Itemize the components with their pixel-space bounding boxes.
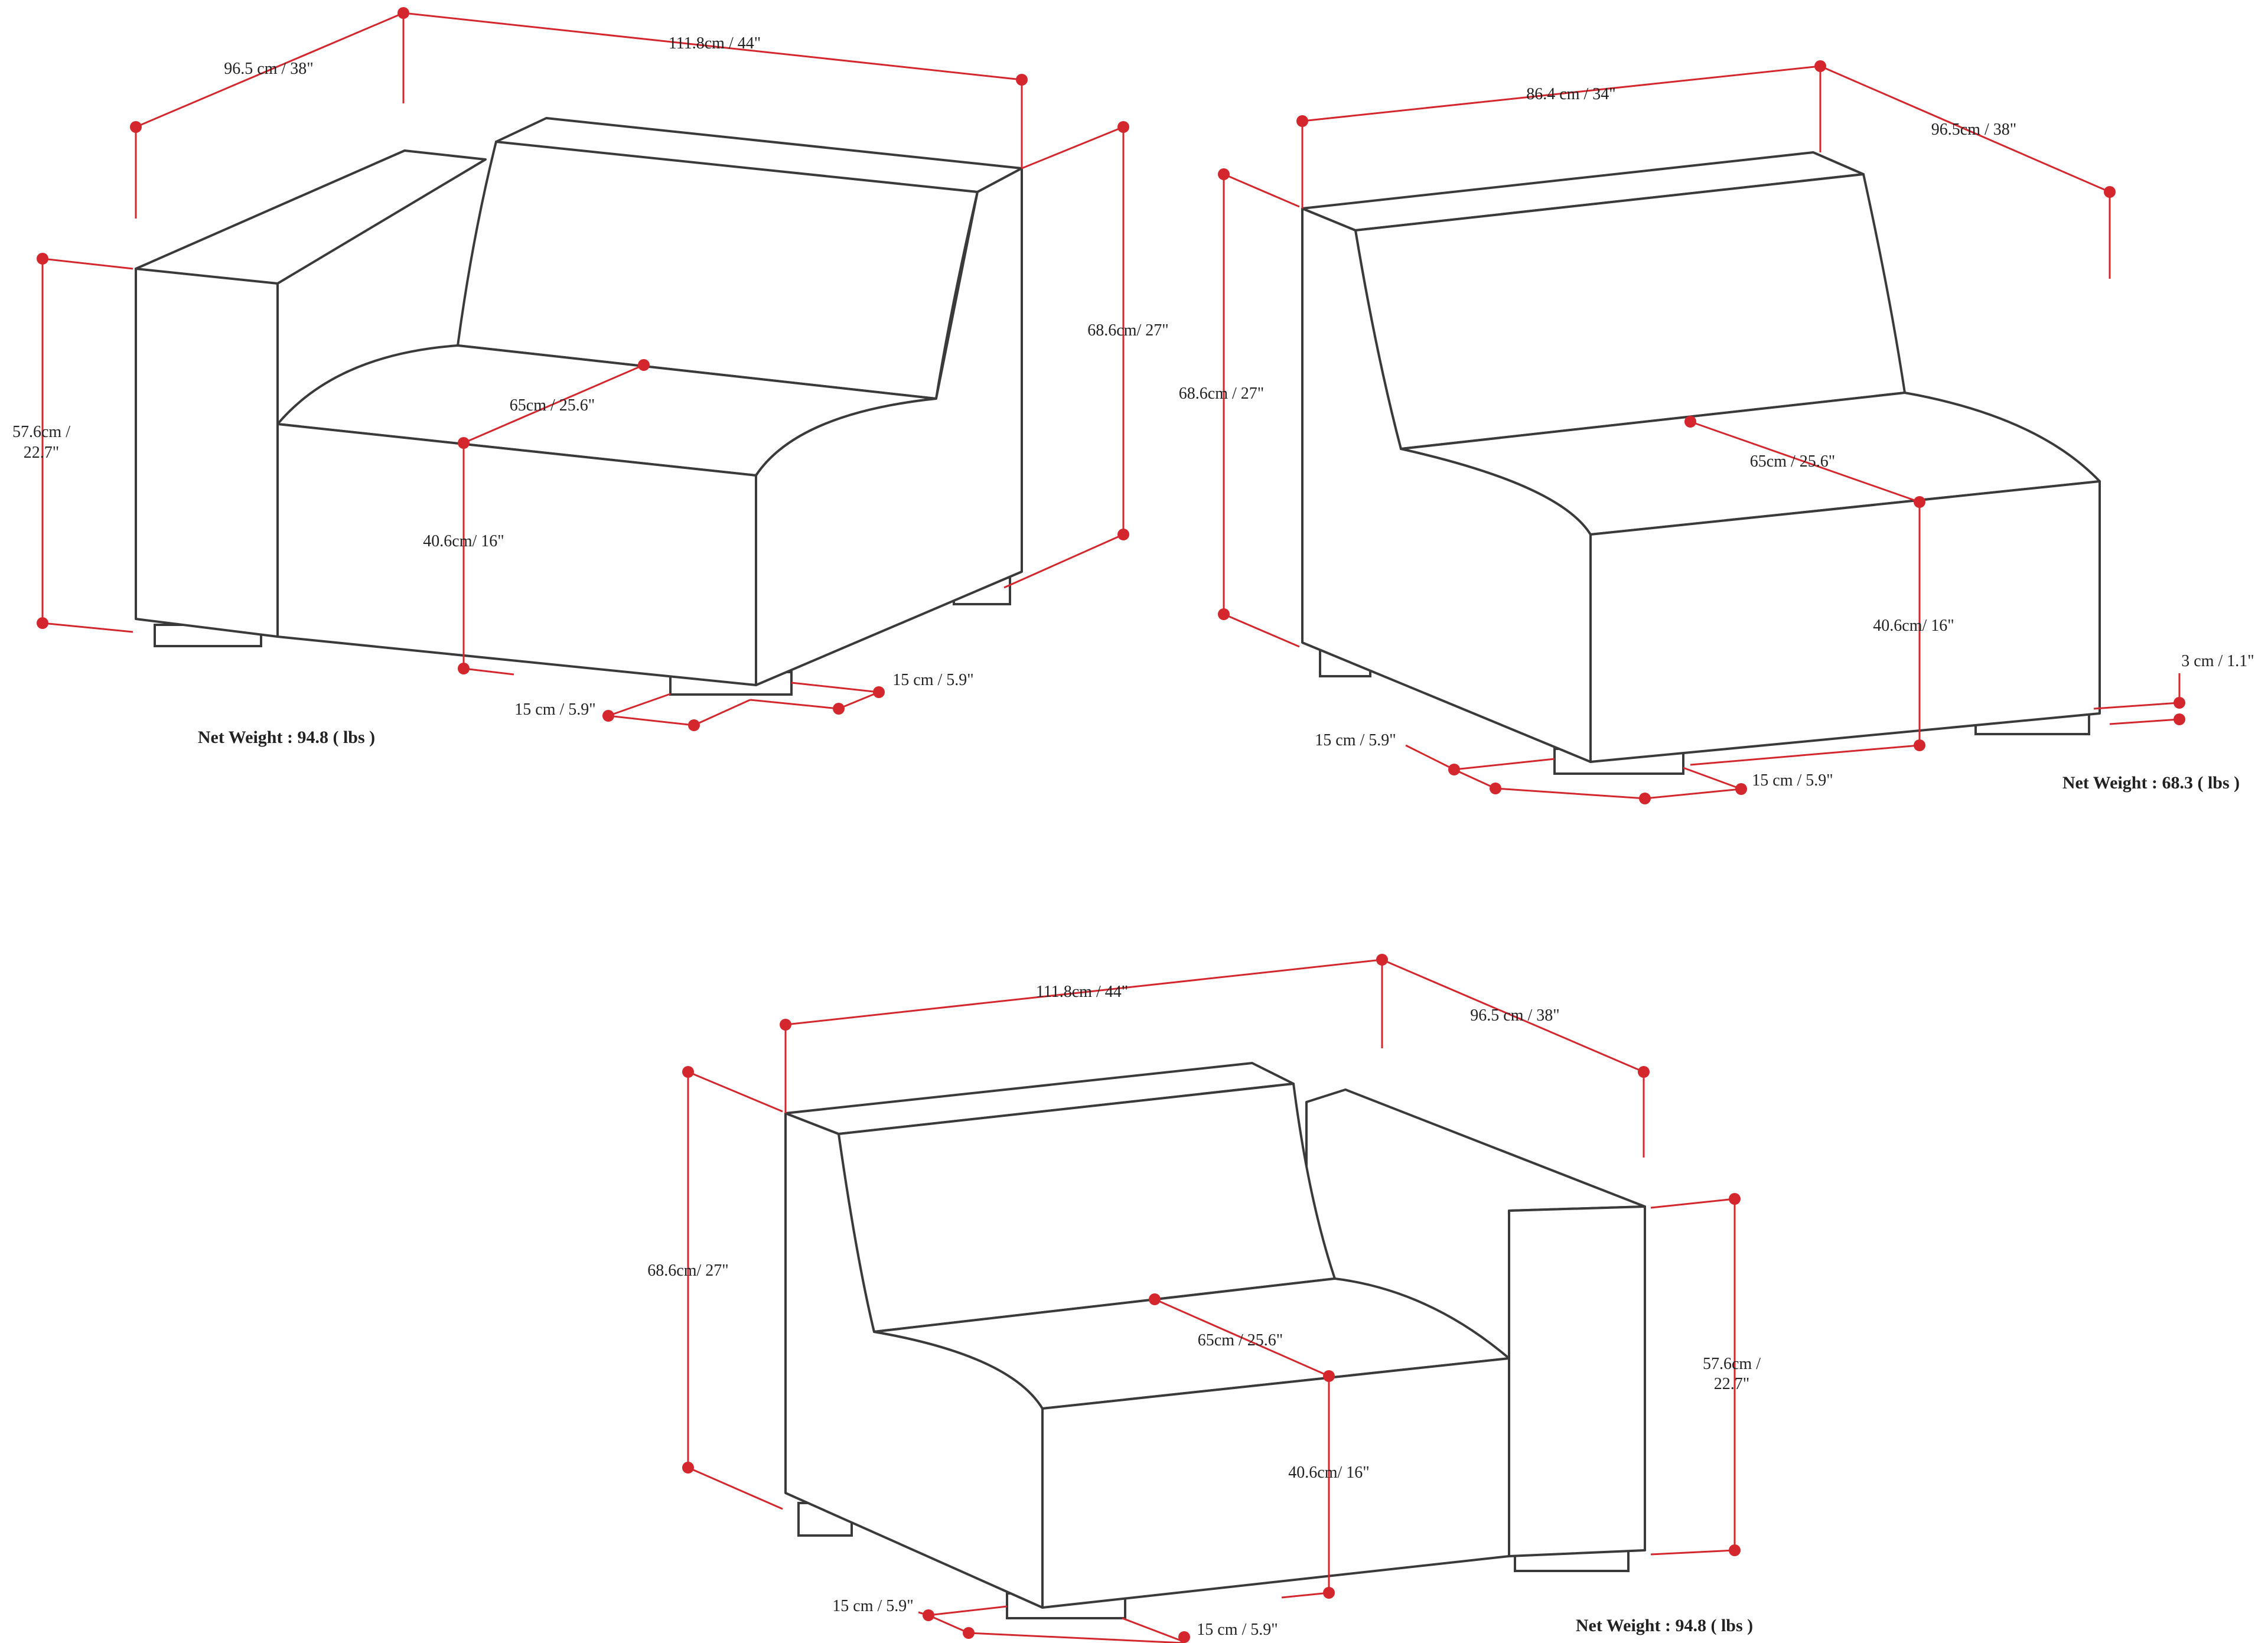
seat-height-label: 40.6cm/ 16" bbox=[423, 532, 504, 550]
dimension-marker bbox=[1149, 1293, 1161, 1305]
height-label: 68.6cm/ 27" bbox=[1087, 321, 1168, 340]
dimension-marker bbox=[2104, 186, 2116, 198]
dimension-marker bbox=[130, 121, 142, 133]
dimension-marker bbox=[2174, 697, 2185, 709]
dimension-marker bbox=[1117, 529, 1129, 540]
right-arm-chair: 111.8cm / 44" 96.5 cm / 38" 68.6cm/ 27" … bbox=[647, 954, 1761, 1643]
dimension-marker bbox=[1729, 1544, 1741, 1556]
seat-depth-label: 65cm / 25.6" bbox=[1198, 1331, 1283, 1349]
dimension-marker bbox=[1117, 121, 1129, 133]
dimension-marker bbox=[458, 663, 470, 674]
dimension-marker bbox=[923, 1609, 934, 1621]
dimension-marker bbox=[602, 710, 614, 722]
dimension-marker bbox=[682, 1066, 694, 1078]
dimension-marker bbox=[1323, 1370, 1335, 1382]
dimension-marker bbox=[1178, 1631, 1190, 1643]
dimension-marker bbox=[1218, 608, 1230, 620]
dimension-marker bbox=[2174, 713, 2185, 725]
arm-height-label: 57.6cm / bbox=[12, 423, 70, 441]
height-label: 68.6cm / 27" bbox=[1179, 384, 1264, 403]
dimension-marker bbox=[1638, 1066, 1650, 1078]
depth-label: 96.5 cm / 38" bbox=[1470, 1006, 1559, 1025]
dimension-marker bbox=[780, 1019, 791, 1031]
left-arm-chair: 96.5 cm / 38" 111.8cm / 44" 68.6cm/ 27" … bbox=[12, 7, 1169, 747]
dimension-marker bbox=[1296, 115, 1308, 127]
foot-width-label: 15 cm / 5.9" bbox=[514, 700, 595, 719]
dimension-marker bbox=[1914, 496, 1925, 508]
foot-depth-label: 15 cm / 5.9" bbox=[892, 671, 973, 689]
seat-height-label: 40.6cm/ 16" bbox=[1288, 1463, 1369, 1482]
dimension-marker bbox=[37, 253, 48, 265]
dimension-marker bbox=[458, 437, 470, 449]
dimension-marker bbox=[1016, 74, 1028, 86]
dimension-labels: 86.4 cm / 34" 96.5cm / 38" 68.6cm / 27" … bbox=[1179, 85, 2254, 793]
dimension-marker bbox=[1490, 783, 1501, 794]
dimension-marker bbox=[688, 719, 700, 731]
dimension-labels: 111.8cm / 44" 96.5 cm / 38" 68.6cm/ 27" … bbox=[647, 983, 1761, 1639]
net-weight-label: Net Weight : 94.8 ( lbs ) bbox=[198, 728, 375, 747]
dimension-marker bbox=[1684, 416, 1696, 428]
chair-drawing bbox=[1301, 151, 2101, 775]
depth-label: 96.5cm / 38" bbox=[1931, 120, 2016, 139]
dimension-marker bbox=[1639, 793, 1651, 804]
seat-height-label: 40.6cm/ 16" bbox=[1873, 617, 1954, 635]
width-label: 86.4 cm / 34" bbox=[1526, 85, 1615, 103]
arm-height-label-line2: 22.7" bbox=[24, 444, 59, 462]
foot-width-label: 15 cm / 5.9" bbox=[832, 1597, 913, 1615]
net-weight-label: Net Weight : 68.3 ( lbs ) bbox=[2062, 773, 2240, 793]
dimension-marker bbox=[638, 359, 650, 371]
seat-depth-label: 65cm / 25.6" bbox=[1750, 452, 1835, 471]
dimension-marker bbox=[37, 617, 48, 629]
net-weight-label: Net Weight : 94.8 ( lbs ) bbox=[1576, 1616, 1753, 1635]
width-label: 111.8cm / 44" bbox=[1036, 983, 1128, 1001]
dimension-marker bbox=[1218, 168, 1230, 180]
foot-depth-label: 15 cm / 5.9" bbox=[1752, 771, 1833, 790]
dimension-labels: 96.5 cm / 38" 111.8cm / 44" 68.6cm/ 27" … bbox=[12, 34, 1169, 747]
dimension-marker bbox=[1376, 954, 1388, 966]
width-label: 111.8cm / 44" bbox=[669, 34, 761, 53]
depth-label: 96.5 cm / 38" bbox=[224, 60, 313, 78]
arm-height-label-line2: 22.7" bbox=[1714, 1375, 1749, 1393]
dimension-marker bbox=[1735, 783, 1747, 795]
chair-drawing bbox=[135, 117, 1023, 696]
dimension-lines bbox=[1218, 60, 2185, 804]
dimension-marker bbox=[682, 1462, 694, 1474]
dimension-marker bbox=[1914, 739, 1925, 751]
dimension-marker bbox=[1729, 1193, 1741, 1205]
dimension-marker bbox=[1814, 60, 1826, 72]
chair-drawing bbox=[784, 1062, 1646, 1619]
armless-chair: 86.4 cm / 34" 96.5cm / 38" 68.6cm / 27" … bbox=[1179, 60, 2254, 804]
arm-height-label: 57.6cm / bbox=[1703, 1355, 1761, 1373]
dimension-marker bbox=[963, 1627, 975, 1639]
height-label: 68.6cm/ 27" bbox=[647, 1261, 728, 1280]
dimension-marker bbox=[833, 703, 845, 715]
dimension-lines bbox=[37, 7, 1129, 731]
dimension-lines bbox=[682, 954, 1741, 1643]
foot-width-label: 15 cm / 5.9" bbox=[1315, 731, 1396, 749]
dimension-marker bbox=[1323, 1587, 1335, 1599]
dimension-marker bbox=[873, 686, 885, 698]
foot-depth-label: 15 cm / 5.9" bbox=[1197, 1621, 1278, 1639]
seat-depth-label: 65cm / 25.6" bbox=[510, 396, 595, 415]
dimension-marker bbox=[397, 7, 409, 19]
foot-height-label: 3 cm / 1.1" bbox=[2181, 652, 2254, 670]
dimension-marker bbox=[1448, 764, 1460, 775]
